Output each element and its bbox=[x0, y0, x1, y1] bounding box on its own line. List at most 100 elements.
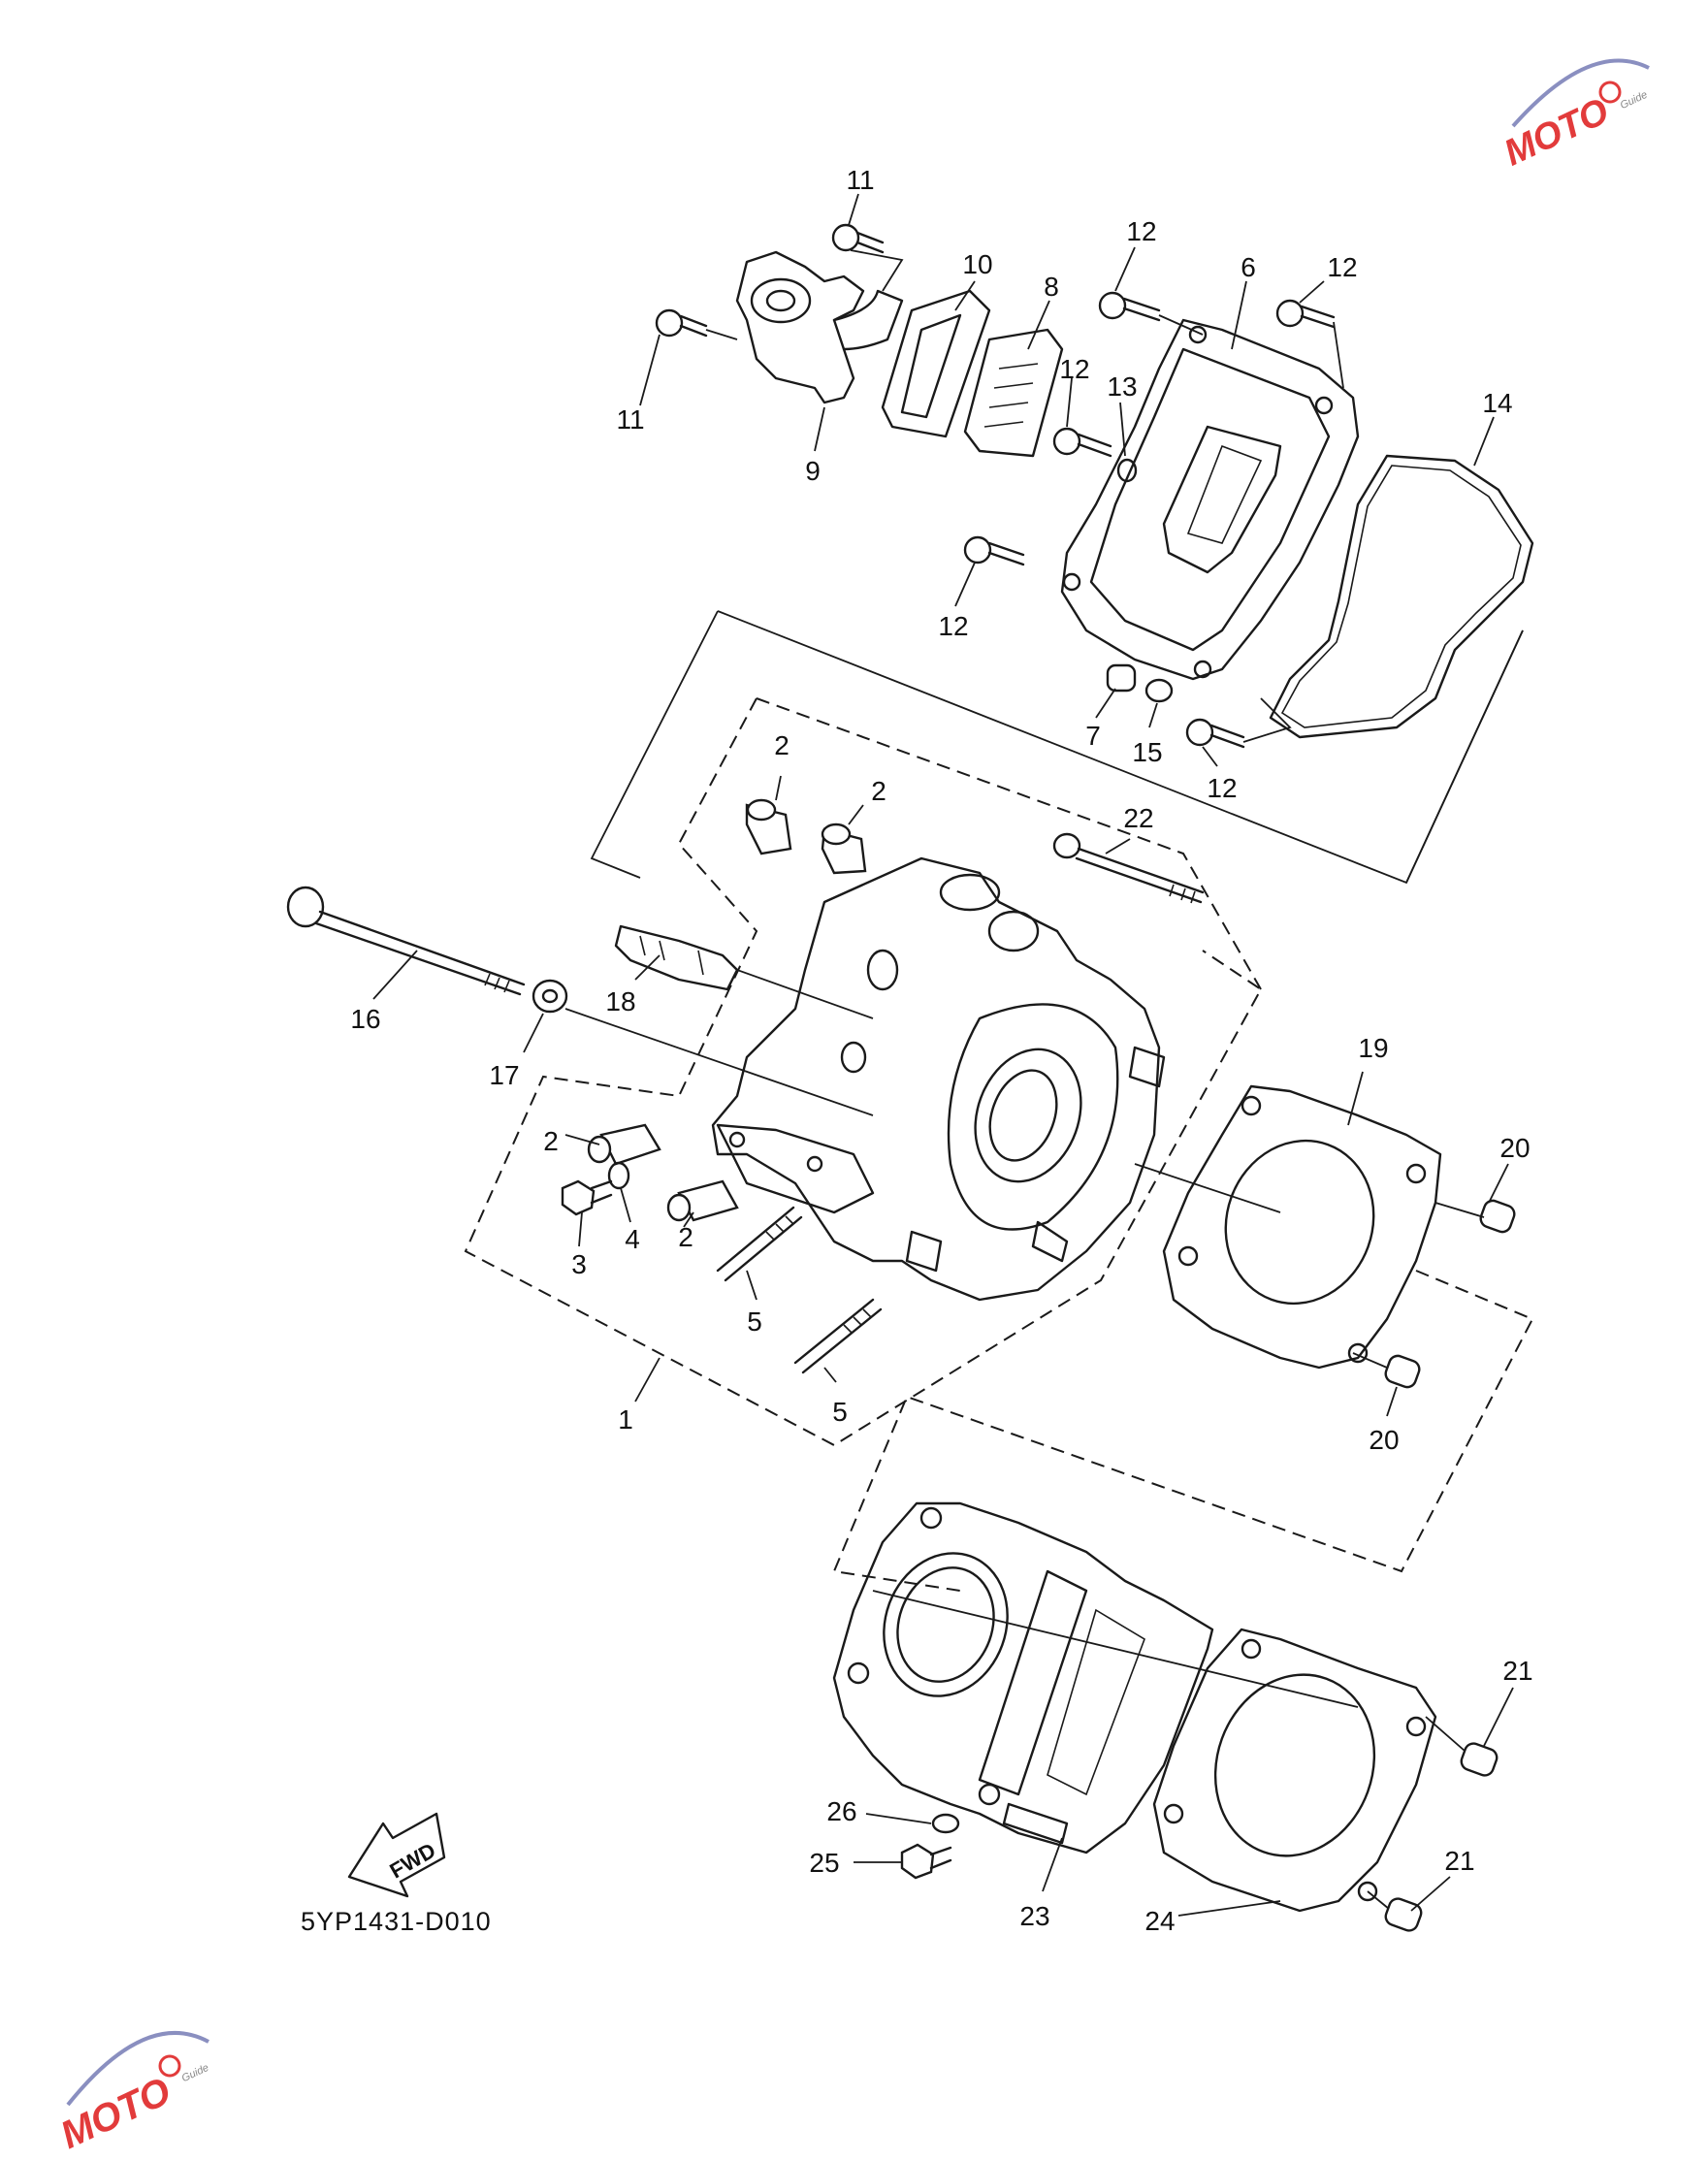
part-25-bolt bbox=[900, 1843, 952, 1880]
callout-17: 17 bbox=[489, 1060, 519, 1090]
group-bracket-head bbox=[464, 697, 1263, 1447]
callout-15: 15 bbox=[1132, 737, 1162, 767]
callout-14: 14 bbox=[1482, 388, 1512, 418]
part-14-cover-gasket bbox=[1269, 454, 1534, 739]
alignment-line-mid-2 bbox=[736, 969, 874, 1019]
callout-25: 25 bbox=[809, 1848, 839, 1878]
callout-labels: 11 11 9 10 8 6 12 12 12 13 14 12 7 15 12… bbox=[350, 165, 1532, 1936]
callout-12: 12 bbox=[1126, 216, 1156, 246]
callout-2: 2 bbox=[774, 730, 790, 760]
fwd-arrow-icon: FWD bbox=[347, 1812, 446, 1898]
callout-10: 10 bbox=[962, 249, 992, 279]
callout-20: 20 bbox=[1499, 1133, 1530, 1163]
part-14-cover-gasket-inner bbox=[1280, 465, 1522, 728]
group-bracket-head-top bbox=[756, 697, 1262, 990]
part-1-cylinder-head bbox=[711, 856, 1166, 1302]
bolt-11-lower bbox=[655, 308, 708, 338]
alignment-line-top-3 bbox=[1158, 314, 1204, 336]
part-24-base-gasket bbox=[1152, 1628, 1437, 1913]
bolt-12-a bbox=[1098, 291, 1161, 322]
alignment-line-top-4 bbox=[1333, 321, 1344, 389]
watermark-logo-bottom: MOTO Guide bbox=[54, 2031, 211, 2157]
callout-7: 7 bbox=[1085, 721, 1101, 751]
alignment-line-low-3 bbox=[1367, 1890, 1390, 1910]
part-4-washer bbox=[607, 1161, 630, 1190]
part-6-valve-cover bbox=[1060, 318, 1360, 681]
watermark-suffix: Guide bbox=[1619, 89, 1650, 112]
watermark-suffix-bottom: Guide bbox=[180, 2062, 211, 2084]
callout-3: 3 bbox=[571, 1249, 587, 1279]
callout-5: 5 bbox=[832, 1397, 848, 1427]
callout-2: 2 bbox=[678, 1222, 693, 1252]
part-5-studs bbox=[716, 1206, 883, 1374]
callout-23: 23 bbox=[1019, 1901, 1049, 1931]
callout-16: 16 bbox=[350, 1004, 380, 1034]
callout-12: 12 bbox=[938, 611, 968, 641]
part-22-bolt bbox=[1052, 832, 1205, 904]
alignment-line-mid-5 bbox=[1352, 1352, 1388, 1369]
callout-21: 21 bbox=[1502, 1656, 1532, 1686]
part-3-bolt bbox=[561, 1179, 613, 1216]
callout-6: 6 bbox=[1241, 252, 1256, 282]
part-18-spark-plug bbox=[614, 924, 739, 991]
part-21-dowel-upper bbox=[1460, 1742, 1499, 1777]
callout-19: 19 bbox=[1358, 1033, 1388, 1063]
fwd-label: FWD bbox=[385, 1838, 439, 1884]
group-bracket-gasket bbox=[832, 1270, 1534, 1592]
callout-9: 9 bbox=[805, 456, 821, 486]
watermark-brand-bottom: MOTO bbox=[54, 2070, 177, 2157]
callout-11: 11 bbox=[846, 165, 874, 195]
callout-1: 1 bbox=[618, 1404, 633, 1435]
part-code: 5YP1431-D010 bbox=[301, 1907, 492, 1936]
part-2-guides bbox=[587, 798, 867, 1222]
part-10-gasket bbox=[881, 289, 991, 438]
callout-18: 18 bbox=[605, 986, 635, 1016]
alignment-line-mid-1 bbox=[564, 1008, 874, 1116]
part-23-cylinder-block bbox=[832, 1501, 1214, 1855]
part-20-dowel-upper bbox=[1479, 1199, 1516, 1234]
callout-22: 22 bbox=[1123, 803, 1153, 833]
part-26-washer bbox=[931, 1813, 960, 1834]
part-20-dowel-lower bbox=[1384, 1354, 1421, 1389]
part-19-head-gasket bbox=[1162, 1084, 1442, 1370]
watermark-logo-top: MOTO Guide bbox=[1499, 58, 1650, 175]
alignment-line-mid-3 bbox=[1134, 1163, 1281, 1213]
part-7-dowel bbox=[1106, 663, 1137, 693]
part-9-housing bbox=[735, 250, 904, 404]
alignment-line-top-2 bbox=[705, 329, 738, 340]
callout-leaders bbox=[372, 193, 1514, 1917]
callout-20: 20 bbox=[1369, 1425, 1399, 1455]
bolt-11-upper bbox=[831, 223, 885, 254]
alignment-line-low-2 bbox=[1425, 1716, 1466, 1752]
bolt-12-e bbox=[1185, 718, 1245, 749]
callout-2: 2 bbox=[543, 1126, 559, 1156]
alignment-line-top-1 bbox=[850, 249, 904, 292]
part-17-washer bbox=[532, 979, 568, 1014]
callout-12: 12 bbox=[1059, 354, 1089, 384]
callout-4: 4 bbox=[625, 1224, 640, 1254]
callout-12: 12 bbox=[1207, 773, 1237, 803]
alignment-line-low-1 bbox=[872, 1590, 1359, 1708]
alignment-line-top-5 bbox=[1242, 697, 1292, 743]
callout-26: 26 bbox=[826, 1796, 856, 1826]
callout-12: 12 bbox=[1327, 252, 1357, 282]
callout-24: 24 bbox=[1144, 1906, 1175, 1936]
watermark-brand: MOTO bbox=[1499, 91, 1615, 175]
callout-8: 8 bbox=[1044, 272, 1059, 302]
bolt-12-d bbox=[963, 535, 1025, 566]
alignment-line-mid-4 bbox=[1434, 1202, 1485, 1218]
bolt-12-c bbox=[1052, 427, 1112, 458]
part-13-washer bbox=[1116, 458, 1138, 483]
callout-13: 13 bbox=[1107, 371, 1137, 402]
callout-21: 21 bbox=[1444, 1846, 1474, 1876]
callout-11: 11 bbox=[616, 404, 644, 435]
group-bracket-cover-right bbox=[1405, 629, 1524, 884]
callout-5: 5 bbox=[747, 1306, 762, 1337]
part-21-dowel-lower bbox=[1384, 1897, 1423, 1932]
part-8-reed-valve bbox=[963, 328, 1064, 458]
bolts-top bbox=[655, 223, 1336, 749]
bolt-12-b bbox=[1275, 299, 1336, 329]
part-16-long-bolt bbox=[286, 886, 526, 996]
callout-2: 2 bbox=[871, 776, 886, 806]
